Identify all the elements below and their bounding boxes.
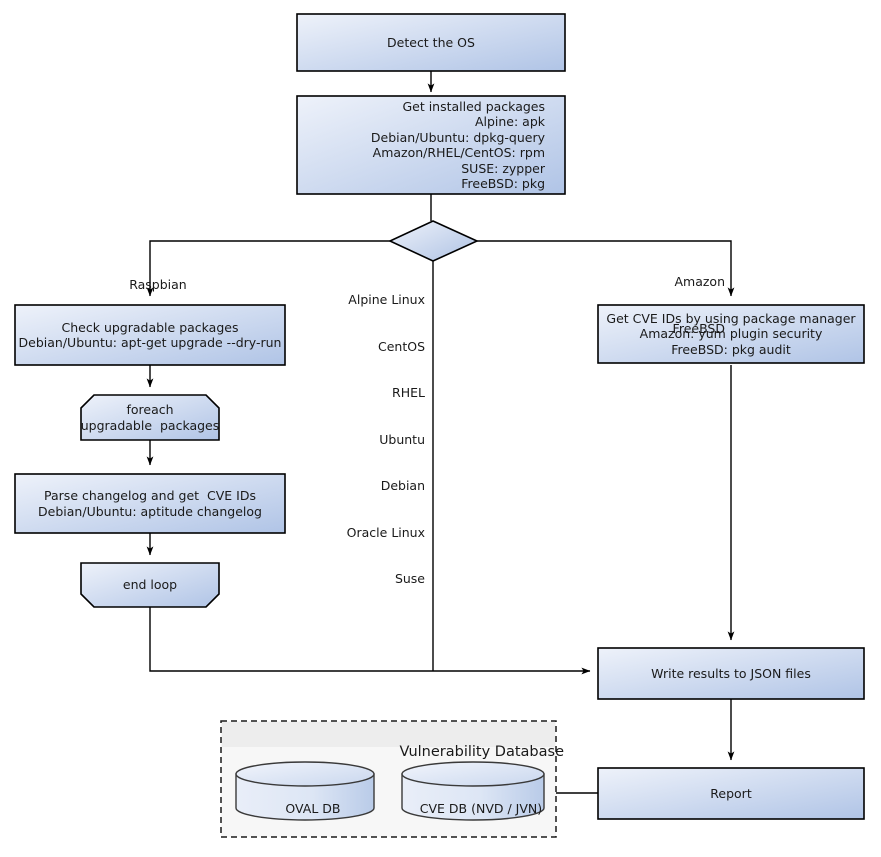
node-get-cve-ids[interactable] — [597, 304, 865, 364]
edge-label-raspbian: Raspbian — [70, 261, 230, 308]
db-oval-body — [235, 773, 375, 821]
os-list-item-2: CentOS — [377, 338, 425, 354]
db-cve-text: CVE DB (NVD / JVN) — [419, 801, 543, 816]
db-oval-top — [235, 761, 375, 787]
db-cve[interactable] — [401, 761, 545, 821]
node-os-decision[interactable] — [388, 220, 479, 262]
os-list-item-7: Suse — [394, 571, 425, 586]
edge-decision-to-cve — [477, 240, 735, 297]
freebsd-text: FreeBSD — [672, 320, 725, 336]
os-list-item-6: Oracle Linux — [346, 524, 425, 540]
label-db-oval: OVAL DB — [236, 786, 374, 831]
os-list-item-4: Ubuntu — [379, 431, 425, 447]
node-get-installed-packages[interactable] — [296, 95, 566, 195]
node-detect-os[interactable] — [296, 13, 566, 72]
os-list-item-3: RHEL — [392, 385, 425, 400]
edge-decision-to-raspbian — [146, 240, 390, 297]
amazon-text: Amazon — [674, 274, 725, 289]
group-header-bar — [222, 722, 555, 747]
node-report[interactable] — [597, 767, 865, 820]
db-oval[interactable] — [235, 761, 375, 821]
db-cve-body — [401, 773, 545, 821]
raspbian-text: Raspbian — [129, 276, 187, 292]
label-db-cve: CVE DB (NVD / JVN) — [402, 786, 544, 831]
edge-label-amazon-freebsd: Amazon FreeBSD — [595, 243, 725, 367]
os-list-item-1: Alpine Linux — [348, 292, 425, 307]
group-title-vulnerability-database: Vulnerability Database — [221, 725, 564, 779]
node-foreach-loop[interactable] — [80, 394, 220, 441]
edge-endloop-to-write — [149, 607, 591, 675]
os-list-item-5: Debian — [380, 478, 425, 493]
edge-label-middle-os-list: Alpine Linux CentOS RHEL Ubuntu Debian O… — [300, 261, 425, 618]
node-parse-changelog[interactable] — [14, 473, 286, 534]
node-check-upgradable[interactable] — [14, 304, 286, 366]
group-title-text: Vulnerability Database — [399, 744, 564, 760]
node-write-results[interactable] — [597, 647, 865, 700]
db-cve-top — [401, 761, 545, 787]
db-oval-text: OVAL DB — [285, 801, 341, 816]
node-end-loop[interactable] — [80, 562, 220, 608]
